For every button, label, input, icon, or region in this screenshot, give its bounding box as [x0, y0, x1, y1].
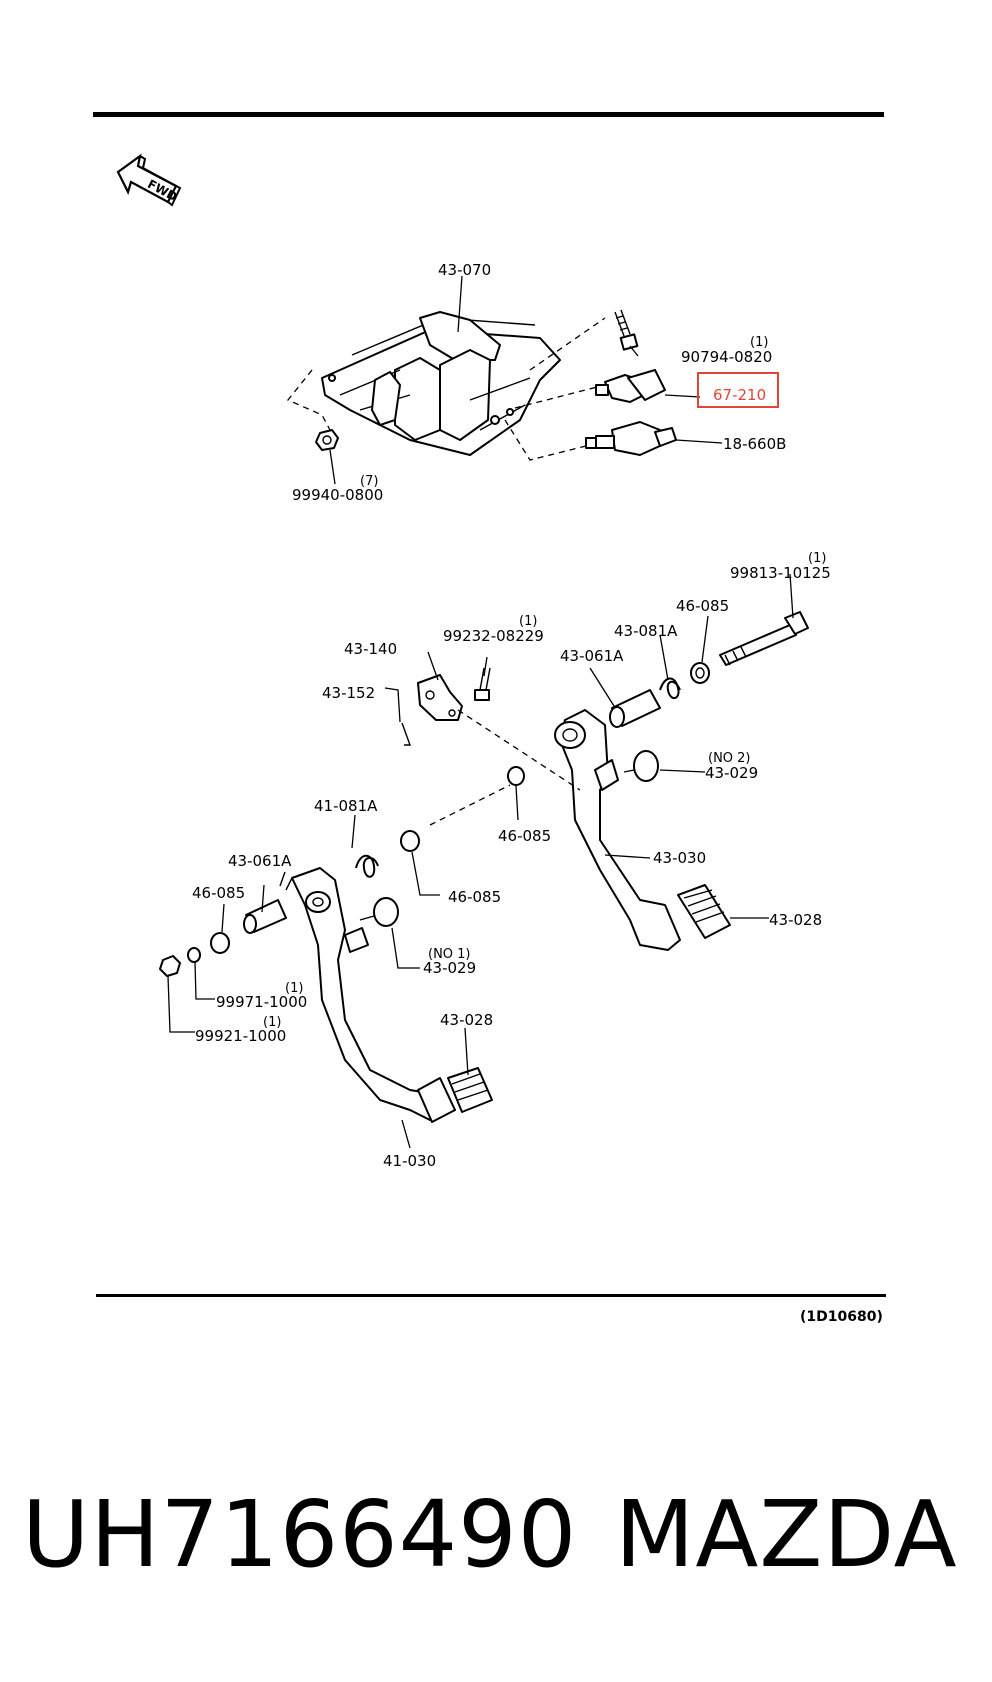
- label-43-070: 43-070: [438, 261, 491, 279]
- label-90794-0820: 90794-0820: [681, 348, 772, 366]
- qty-43029-no1: (NO 1): [428, 947, 471, 962]
- label-41-081a: 41-081A: [314, 797, 378, 815]
- stopper-43029-no2: [623, 750, 659, 782]
- label-99921-1000: 99921-1000: [195, 1027, 286, 1045]
- switch-18660b: [585, 421, 677, 456]
- brand-name: MAZDA: [615, 1481, 958, 1588]
- label-67-210: 67-210: [713, 386, 766, 404]
- label-43-061a-b: 43-061A: [228, 852, 292, 870]
- part-number: UH7166490: [22, 1481, 578, 1588]
- label-46-085-c: 46-085: [448, 888, 501, 906]
- pedal-bracket: [321, 311, 561, 456]
- nut-99921: [159, 955, 181, 977]
- label-43-061a-a: 43-061A: [560, 647, 624, 665]
- qty-99940: (7): [360, 474, 378, 489]
- label-43-029-no1: 43-029: [423, 959, 476, 977]
- spring-41081a: [355, 854, 379, 878]
- label-99940-0800: 99940-0800: [292, 486, 383, 504]
- clutch-pedal: [279, 867, 493, 1123]
- qty-99921: (1): [263, 1015, 281, 1030]
- sleeve-43061a-b: [243, 899, 287, 934]
- footer: UH7166490 MAZDA: [0, 1470, 992, 1600]
- qty-43029-no2: (NO 2): [708, 751, 751, 766]
- label-99232-08229: 99232-08229: [443, 627, 544, 645]
- bolt-90794: [614, 309, 639, 351]
- reference-code: (1D10680): [800, 1309, 883, 1325]
- bolt-99813: [719, 611, 809, 666]
- spring-43081a-a: [659, 677, 681, 699]
- bushing-46085-c: [400, 830, 420, 852]
- bolt-99232: [474, 667, 491, 701]
- qty-99232: (1): [519, 614, 537, 629]
- label-43-029-no2: 43-029: [705, 764, 758, 782]
- qty-99971: (1): [285, 981, 303, 996]
- label-46-085-d: 46-085: [192, 884, 245, 902]
- qty-90794: (1): [750, 335, 768, 350]
- label-46-085-b: 46-085: [498, 827, 551, 845]
- label-43-152: 43-152: [322, 684, 375, 702]
- label-43-028-b: 43-028: [440, 1011, 493, 1029]
- top-rule: [93, 112, 884, 117]
- nut-99940: [315, 429, 339, 451]
- brake-pedal: [554, 709, 731, 951]
- qty-99813: (1): [808, 551, 826, 566]
- sleeve-43061a-a: [609, 689, 661, 728]
- label-99813-10125: 99813-10125: [730, 564, 831, 582]
- label-99971-1000: 99971-1000: [216, 993, 307, 1011]
- stopper-43029-no1: [359, 897, 399, 927]
- bracket-43140: [401, 674, 463, 746]
- label-43-140: 43-140: [344, 640, 397, 658]
- fwd-arrow-icon: FWD: [116, 153, 182, 207]
- switch-67210: [595, 369, 666, 403]
- bushing-46085-b: [507, 766, 525, 786]
- bottom-rule: [96, 1294, 886, 1297]
- label-43-030: 43-030: [653, 849, 706, 867]
- bushing-46085-a: [690, 662, 710, 684]
- highlight-box: [697, 372, 779, 408]
- label-41-030: 41-030: [383, 1152, 436, 1170]
- label-43-028-a: 43-028: [769, 911, 822, 929]
- washer-99971: [187, 947, 201, 963]
- label-18-660b: 18-660B: [723, 435, 786, 453]
- label-46-085-a: 46-085: [676, 597, 729, 615]
- label-43-081a-a: 43-081A: [614, 622, 678, 640]
- bushing-46085-d: [210, 932, 230, 954]
